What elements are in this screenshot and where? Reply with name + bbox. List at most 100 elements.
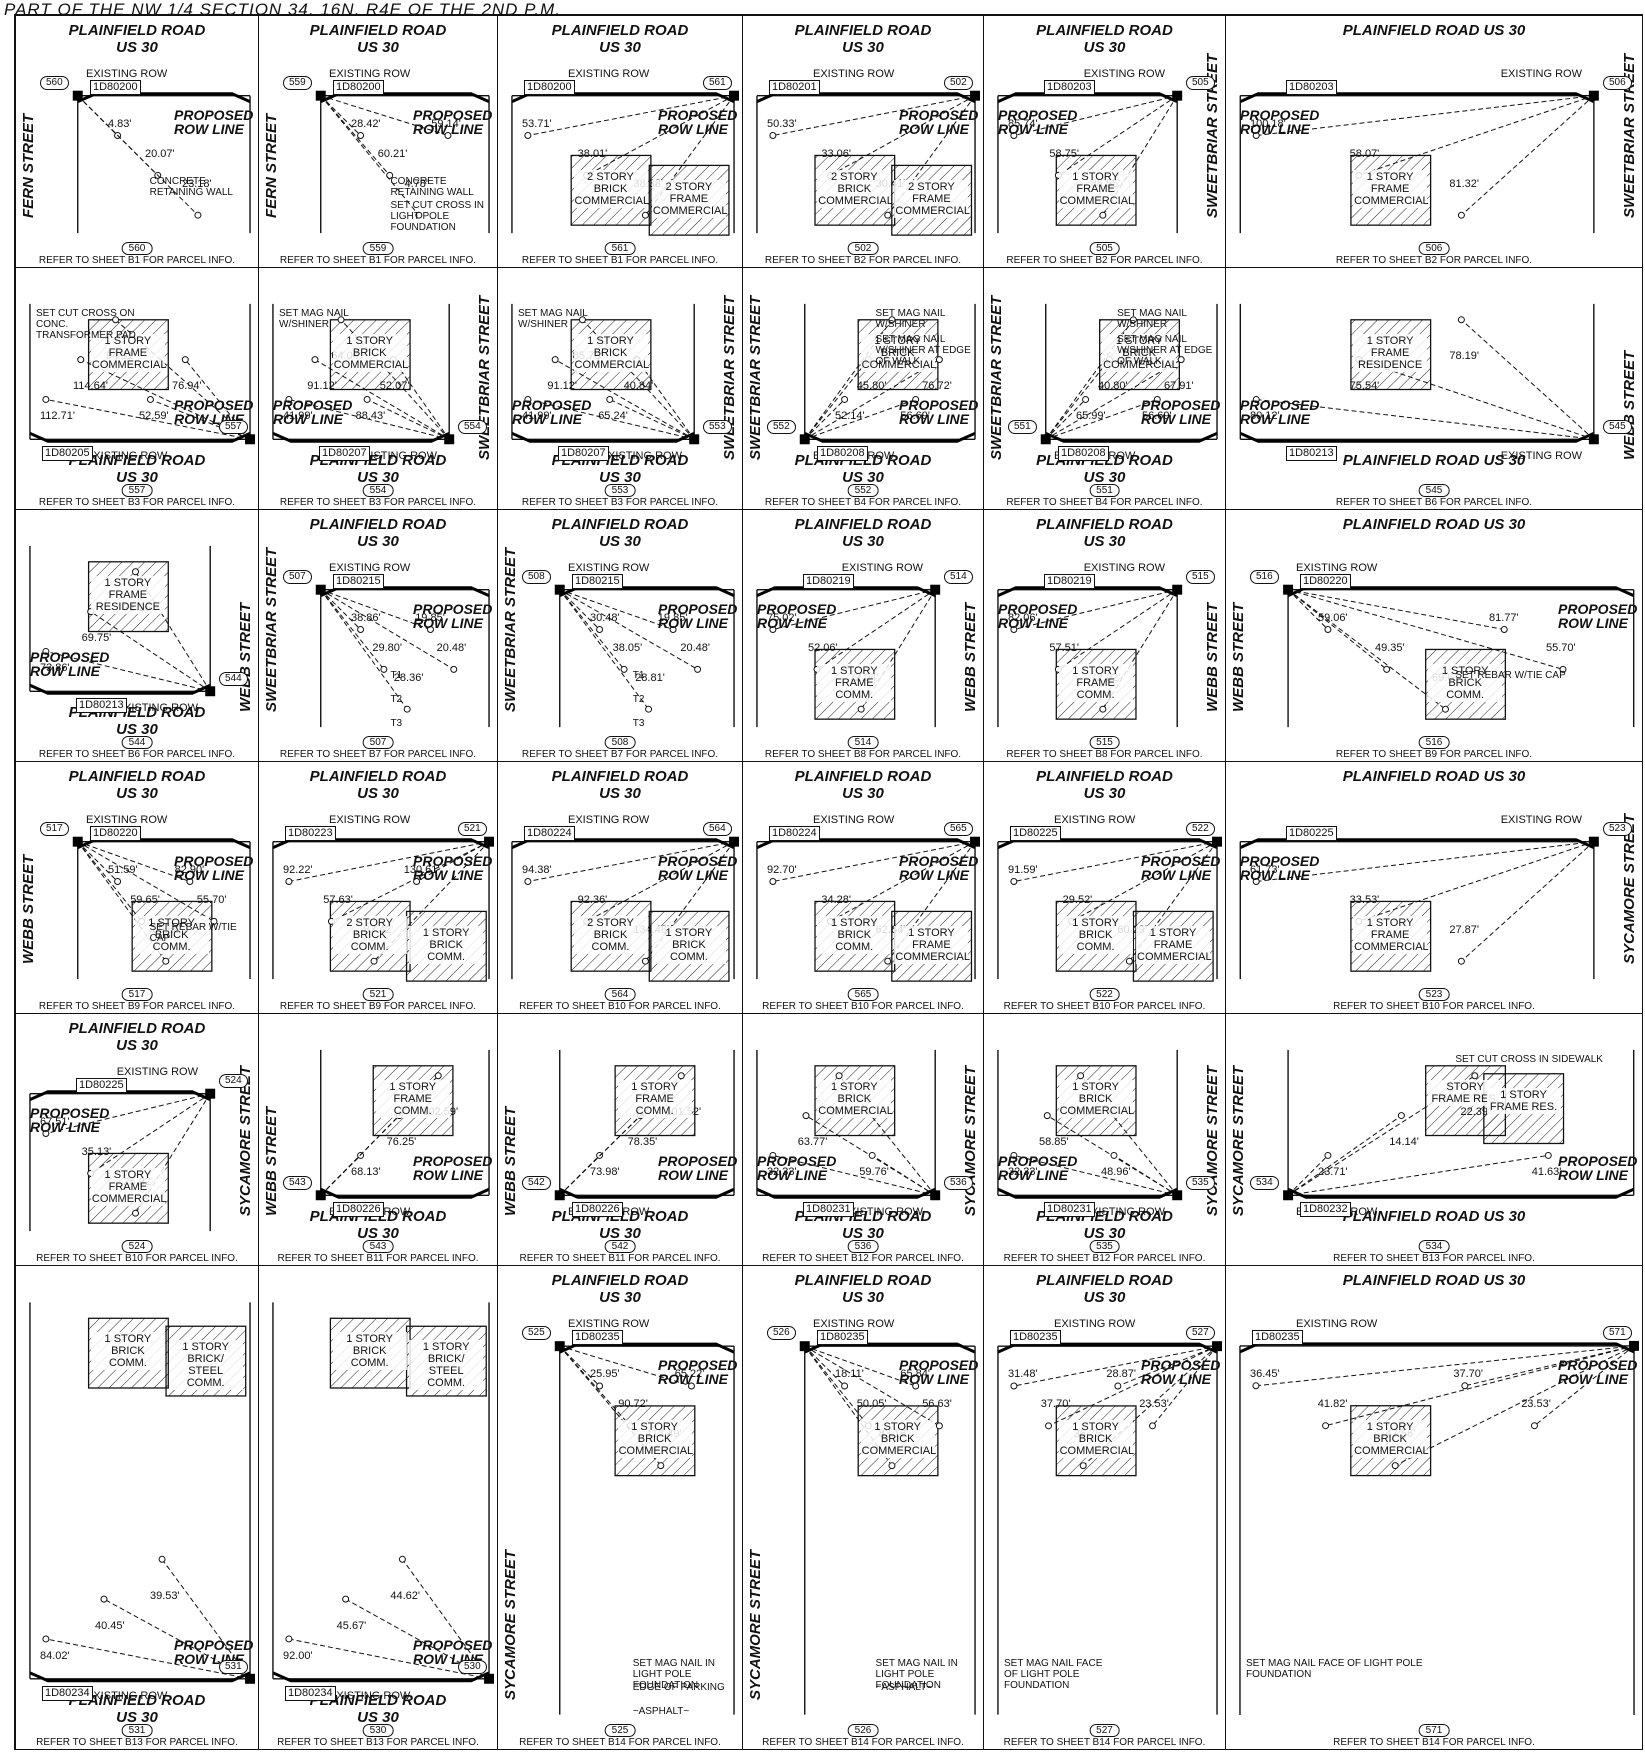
parcel-info-reference: REFER TO SHEET B10 FOR PARCEL INFO. [498,1001,742,1012]
road-label: PLAINFIELD ROAD US 30 [794,516,932,550]
parcel-info-reference: REFER TO SHEET B10 FOR PARCEL INFO. [743,1001,983,1012]
parcel-info-reference: REFER TO SHEET B9 FOR PARCEL INFO. [16,1001,258,1012]
street-label: SWEETBRIAR STREET [747,295,764,460]
footer-parcel-bubble: 526 [847,1724,879,1737]
parcel-id-box: 1D80234 [285,1686,336,1701]
tie-distance-value: 25.95' [590,1368,620,1380]
tie-point [884,957,892,965]
footer-prefix: REFER TO SHEET [36,1253,123,1264]
tie-point [42,647,50,655]
footer-sheet: B10 [851,1001,869,1012]
tie-distance-value: 23.18' [182,178,212,190]
building-label: 1 STORY FRAME COMMERCIAL [90,1168,167,1206]
street-label: WEBB STREET [1230,602,1247,712]
tie-point [769,878,777,886]
proposed-row-line [29,431,251,443]
footer-parcel-bubble: 531 [121,1724,153,1737]
building-label: 1 STORY BRICK COMMERCIAL [1353,1420,1429,1458]
footer-suffix: FOR PARCEL INFO. [628,1737,721,1748]
tie-distance-value: 41.99' [283,410,313,422]
tie-point [841,395,849,403]
tie-distance-value: 76.94' [172,380,202,392]
tie-distance-line [77,841,118,882]
parcel-info-reference: REFER TO SHEET B14 FOR PARCEL INFO. [498,1737,742,1748]
parcel-id-box: 1D80235 [572,1330,623,1345]
footer-sheet: B2 [1095,255,1108,266]
footer-suffix: FOR PARCEL INFO. [628,1001,721,1012]
tie-point [1077,1072,1085,1080]
tie-point [912,395,920,403]
tie-point [1252,878,1260,886]
tie-distance-line [320,589,361,630]
parcel-id-box: 1D80208 [817,446,868,461]
tie-distance-line [1461,95,1595,216]
tie-distance-value: 40.45' [95,1620,125,1632]
tie-point [1457,957,1465,965]
footer-prefix: REFER TO SHEET [764,749,852,760]
proposed-row-line [77,838,251,850]
existing-row-label: EXISTING ROW [355,450,437,462]
parcel-id-box: 1D80226 [333,1202,384,1217]
tie-distance-value: 4.83' [108,118,132,130]
parcel-info-reference: REFER TO SHEET B11 FOR PARCEL INFO. [498,1253,742,1264]
existing-row-label: EXISTING ROW [1083,68,1165,80]
proposed-row-label: PROPOSED ROW LINE [30,649,110,679]
tie-distance-value: 76.72' [922,380,952,392]
tie-point [1391,1462,1399,1470]
tie-distance-line [288,841,490,883]
tie-distance-value: 114.64' [73,380,108,392]
tie-point [912,1382,920,1390]
tie-point [444,132,452,140]
building-label: 1 STORY FRAME COMM. [1058,664,1133,702]
corner-marker [1212,836,1223,847]
parcel-info-reference: REFER TO SHEET B10 FOR PARCEL INFO. [1226,1001,1642,1012]
footer-parcel-bubble: 521 [362,988,394,1001]
footer-prefix: REFER TO SHEET [1335,255,1423,266]
tie-distance-value: 20.07' [145,148,175,160]
survey-note: SET MAG NAIL W/SHINER [1117,308,1187,330]
survey-note: SET CUT CROSS ON CONC. TRANSFORMER PAD [36,308,136,341]
tie-distance-value: 92.70' [767,864,797,876]
footer-sheet: B14 [851,1737,869,1748]
tie-distance-value: 85.74' [1008,118,1038,130]
corner-marker [1172,90,1183,101]
street-label: SWEETBRIAR STREET [988,295,1005,460]
footer-sheet: B2 [853,255,867,266]
footer-parcel-bubble: 554 [362,484,394,497]
sheet-header: PART OF THE NW 1/4 SECTION 34, 16N, R4E … [4,0,561,18]
proposed-row-label: PROPOSED ROW LINE [757,1153,837,1183]
tie-distance-line [804,359,869,440]
footer-suffix: FOR PARCEL INFO. [1110,255,1203,266]
proposed-row-label: PROPOSED ROW LINE [174,853,254,883]
building-label: 1 STORY BRICK COMMERCIAL [817,1080,893,1118]
tie-point [1125,957,1133,965]
footer-parcel-bubble: 535 [1089,1240,1120,1253]
tie-distance-line [554,359,695,440]
footer-suffix: FOR PARCEL INFO. [383,497,477,508]
tie-distance-value: 67.91' [1164,380,1194,392]
parcel-id-box: 1D80200 [90,80,141,95]
tie-distance-value: 33.06' [821,148,851,160]
tie-distance-value: 14.14' [1389,1136,1419,1148]
existing-row-label: EXISTING ROW [1054,1318,1136,1330]
footer-suffix: FOR PARCEL INFO. [1439,255,1533,266]
building-label: 1 STORY BRICK COMMERCIAL [617,1420,694,1458]
parcel-id-box: 1D80215 [333,574,384,589]
tie-point [285,395,293,403]
parcel-id-box: 1D80207 [558,446,609,461]
parcel-id-box: 1D80223 [285,826,336,841]
building-label: 2 STORY BRICK COMMERCIAL [573,170,650,208]
tie-distance-line [320,589,385,670]
tie-point [42,395,50,403]
tie-distance-line [90,1093,211,1174]
tie-distance-value: 58.07' [1349,148,1380,160]
parcel-id-box: 1D80224 [524,826,575,841]
tie-distance-line [1358,95,1595,176]
